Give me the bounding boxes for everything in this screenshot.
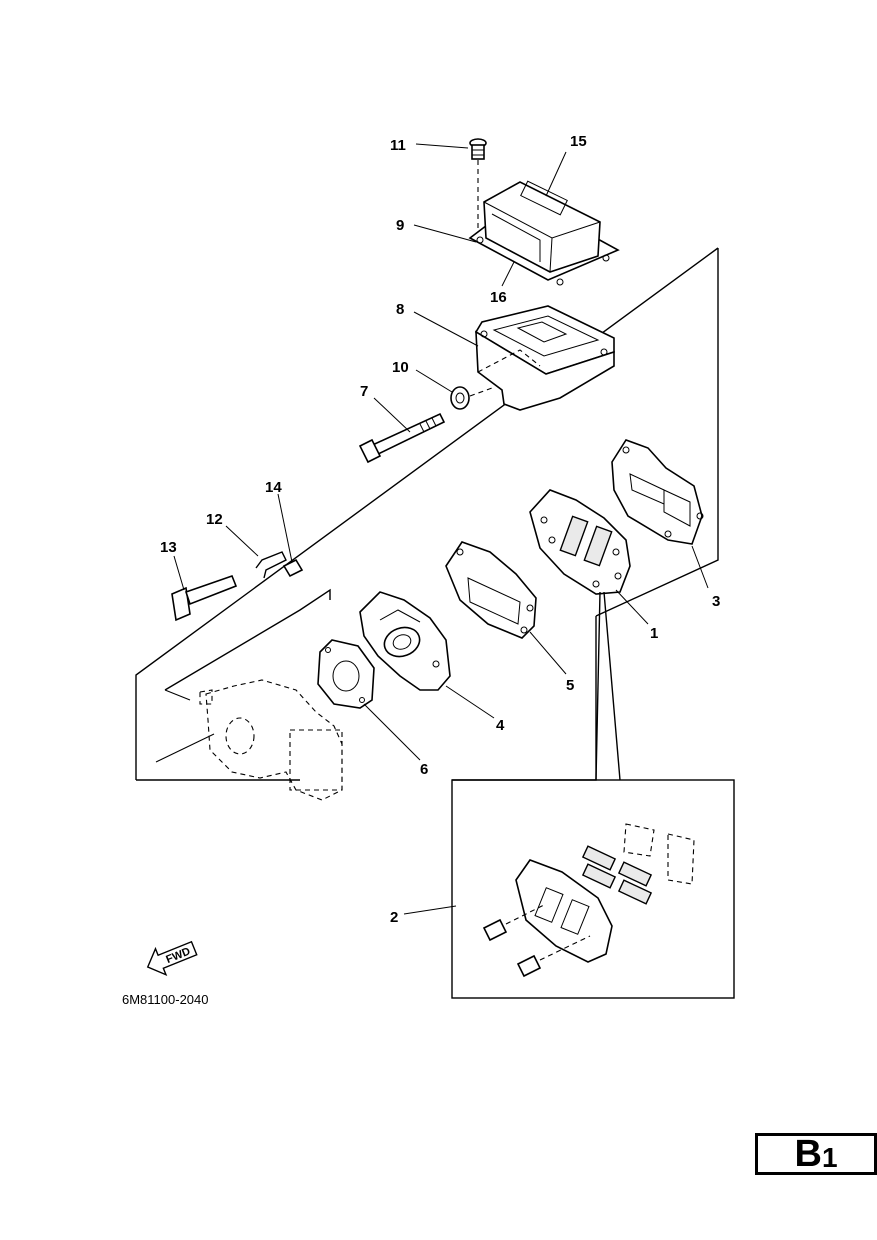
part-5-gasket	[445, 541, 537, 639]
part-3-gasket	[611, 439, 704, 545]
detail-inset-box	[451, 779, 735, 999]
leader-lines	[173, 143, 709, 915]
callout-7: 7	[360, 383, 368, 400]
fwd-arrow-icon: FWD	[146, 940, 198, 977]
part-6-gasket	[317, 639, 375, 709]
callout-labels: 11 15 9 16 8 10 7 14 12 13 3 1 5 4 6 2	[160, 133, 720, 926]
part-1-reed-valve	[529, 489, 631, 595]
part-2-reed-plate-detail	[482, 823, 695, 978]
callout-10: 10	[392, 359, 409, 376]
part-10-grommet	[450, 386, 470, 410]
part-15-cover	[468, 180, 620, 286]
callout-9: 9	[396, 217, 404, 234]
part-8-reed-valve-body	[474, 305, 615, 411]
callout-11: 11	[390, 137, 406, 154]
part-12-clip	[255, 551, 287, 579]
callout-12: 12	[206, 511, 223, 528]
part-7-bolt	[358, 412, 446, 464]
callout-16: 16	[490, 289, 507, 306]
section-letter: B	[794, 1133, 822, 1175]
callout-1: 1	[650, 625, 658, 642]
callout-2: 2	[390, 909, 398, 926]
callout-13: 13	[160, 539, 177, 556]
callout-14: 14	[265, 479, 282, 496]
part-13-lever	[171, 574, 238, 622]
section-badge: B 1	[755, 1133, 877, 1175]
part-4-carburetor	[359, 591, 451, 691]
part-14-clip	[282, 558, 304, 578]
callout-6: 6	[420, 761, 428, 778]
callout-15: 15	[570, 133, 587, 150]
callout-8: 8	[396, 301, 404, 318]
drawing-code: 6M81100-2040	[122, 992, 209, 1007]
callout-4: 4	[496, 717, 505, 734]
callout-5: 5	[566, 677, 574, 694]
callout-3: 3	[712, 593, 720, 610]
engine-reference	[155, 679, 343, 801]
section-number: 1	[821, 1142, 838, 1173]
part-11-screw	[469, 138, 487, 160]
